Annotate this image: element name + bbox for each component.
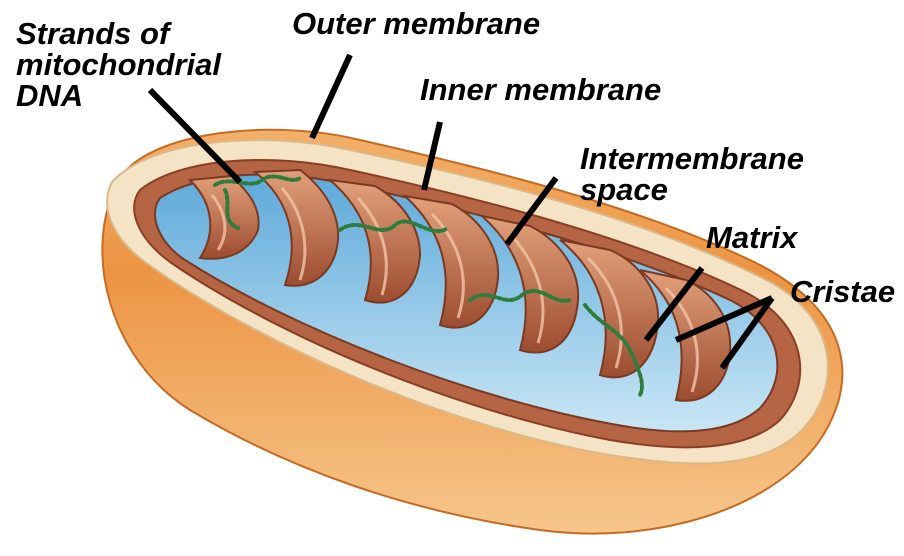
label-strands-line-2: mitochondrial bbox=[16, 49, 221, 80]
label-intermembrane-line-2: space bbox=[580, 174, 804, 205]
label-matrix: Matrix bbox=[706, 222, 797, 253]
label-strands-line-1: Strands of bbox=[16, 18, 221, 49]
label-cristae: Cristae bbox=[790, 276, 895, 307]
label-outer-membrane: Outer membrane bbox=[292, 8, 540, 39]
label-inner-membrane: Inner membrane bbox=[420, 74, 661, 105]
label-intermembrane-space: Intermembrane space bbox=[580, 143, 804, 205]
label-intermembrane-line-1: Intermembrane bbox=[580, 143, 804, 174]
label-strands-line-3: DNA bbox=[16, 80, 221, 111]
label-strands-of-mitochondrial-dna: Strands of mitochondrial DNA bbox=[16, 18, 221, 111]
leader-outer bbox=[312, 55, 350, 138]
